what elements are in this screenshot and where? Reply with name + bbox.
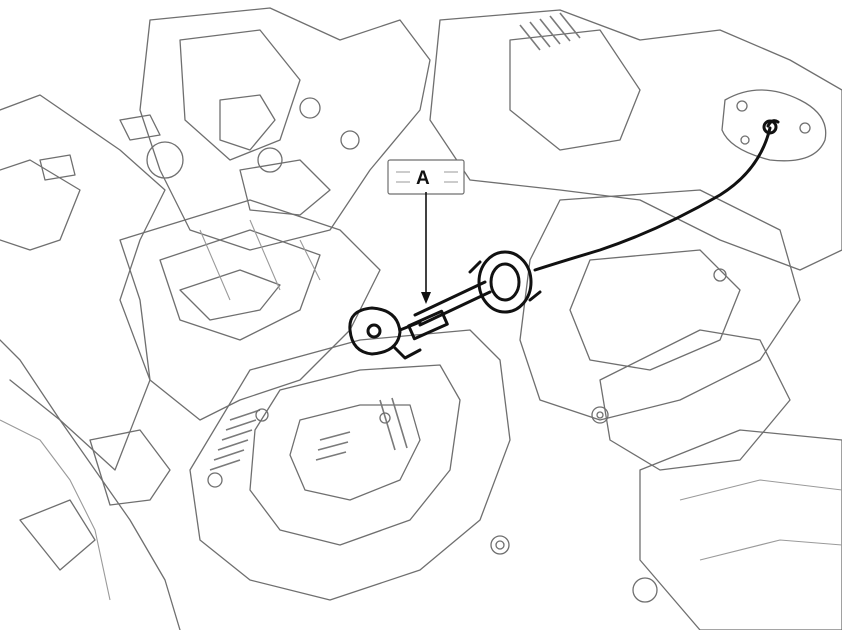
callout-a-label: A bbox=[416, 168, 430, 189]
cable-end-eyelet bbox=[348, 306, 422, 360]
shift-lever-housing bbox=[39, 7, 431, 251]
callout-a: A bbox=[387, 159, 465, 304]
body-panel-right bbox=[429, 9, 842, 630]
grommet-plate bbox=[721, 89, 827, 162]
callout-a-arrowhead bbox=[421, 292, 431, 304]
cable-bracket-grommet bbox=[468, 250, 542, 314]
cable-end-rod bbox=[407, 280, 492, 341]
console-tray bbox=[119, 199, 381, 421]
shift-gate-bracket bbox=[189, 329, 511, 601]
shift-cable bbox=[533, 119, 780, 272]
floor-panel-left bbox=[0, 94, 181, 630]
